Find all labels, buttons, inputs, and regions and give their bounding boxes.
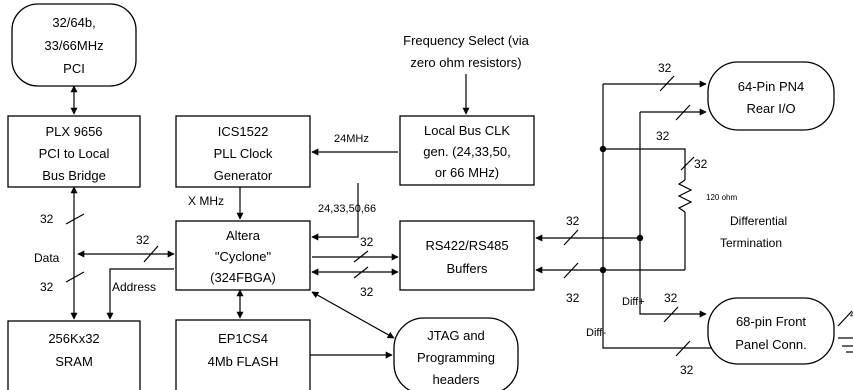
pn4-block — [707, 61, 835, 131]
pn4-line1: 64-Pin PN4 — [738, 79, 804, 94]
localbus-clk-block — [399, 115, 535, 186]
label-data: Data — [34, 251, 60, 265]
altera-line2: "Cyclone" — [215, 249, 272, 264]
plx-block — [7, 115, 141, 188]
termination-path — [603, 148, 686, 180]
diff-plus-line — [639, 112, 707, 318]
bus-width-label: 32 — [566, 214, 580, 228]
label-120-ohm: 120 ohm — [706, 193, 737, 202]
flash-block — [175, 319, 311, 390]
bus-slash — [563, 229, 579, 246]
plx-line3: Bus Bridge — [42, 168, 106, 183]
bus-width-label: 32 — [680, 363, 694, 377]
bus-slash — [675, 340, 691, 357]
jtag-line1: JTAG and — [427, 328, 485, 343]
bus-slash — [353, 250, 369, 263]
bus-slash — [353, 266, 369, 279]
bus-width-label: 32 — [664, 291, 678, 305]
jtag-block — [393, 317, 519, 390]
ics-line2: PLL Clock — [214, 146, 273, 161]
bus-width-label: 32 — [694, 157, 708, 171]
bus-slash — [663, 306, 679, 323]
plx-line1: PLX 9656 — [45, 124, 102, 139]
front-line2: Panel Conn. — [735, 337, 807, 352]
plx-line2: PCI to Local — [39, 146, 110, 161]
sram-line1: 256Kx32 — [48, 331, 99, 346]
address-bus — [106, 268, 174, 320]
rs422-line1: RS422/RS485 — [425, 238, 508, 253]
altera-block — [175, 220, 311, 291]
clk-freq-link — [311, 183, 359, 241]
localbus-line3: or 66 MHz) — [435, 165, 499, 180]
bus-width-label: 32 — [566, 291, 580, 305]
label-diff-minus: Diff- — [586, 327, 606, 339]
diff-term-line1: Differential — [730, 214, 787, 228]
sram-block — [7, 320, 141, 390]
bus-width-label: 32 — [40, 212, 54, 226]
jtag-line3: headers — [433, 372, 480, 387]
label-address: Address — [112, 280, 156, 294]
ics-line3: Generator — [214, 168, 273, 183]
freq-select-line2: zero ohm resistors) — [410, 55, 521, 70]
bus-slash — [659, 75, 675, 92]
jtag-line2: Programming — [417, 350, 495, 365]
front-panel-block — [707, 297, 835, 365]
rs422-line2: Buffers — [447, 261, 488, 276]
localbus-line2: gen. (24,33,50, — [423, 144, 510, 159]
ics-line1: ICS1522 — [218, 124, 269, 139]
sram-line2: SRAM — [55, 354, 93, 369]
junction-dot — [599, 145, 607, 153]
pci-line1: 32/64b, — [52, 15, 95, 30]
label-xmhz: X MHz — [188, 194, 224, 208]
bus-slash — [563, 262, 579, 279]
freq-select-line1: Frequency Select (via — [403, 33, 529, 48]
bus-slash — [143, 245, 159, 263]
bus-width-label: 32 — [658, 61, 672, 75]
label-freqs: 24,33,50,66 — [318, 203, 376, 215]
rs422-block — [399, 220, 535, 291]
label-diff-plus: Diff+ — [622, 296, 645, 308]
junction-dot — [599, 266, 607, 274]
front-line1: 68-pin Front — [736, 314, 806, 329]
bus-width-label: 32 — [40, 280, 54, 294]
resistor — [677, 179, 693, 213]
edge-fragment-text: 4 — [850, 309, 853, 321]
flash-line2: 4Mb FLASH — [208, 354, 279, 369]
junction-dot — [636, 234, 644, 242]
localbus-line1: Local Bus CLK — [424, 123, 510, 138]
pci-line2: 33/66MHz — [44, 38, 103, 53]
bus-width-label: 32 — [360, 285, 374, 299]
bus-slash — [675, 104, 691, 121]
altera-jtag-link — [311, 291, 395, 339]
bus-width-label: 32 — [360, 235, 374, 249]
altera-line3: (324FBGA) — [210, 270, 276, 285]
bus-slash — [680, 156, 695, 171]
pci-line3: PCI — [63, 61, 85, 76]
label-24mhz: 24MHz — [334, 133, 369, 145]
ics-block — [175, 115, 311, 188]
altera-line1: Altera — [226, 228, 261, 243]
bus-width-label: 32 — [136, 233, 150, 247]
pn4-line2: Rear I/O — [746, 101, 795, 116]
flash-line1: EP1CS4 — [218, 331, 268, 346]
diff-term-line2: Termination — [720, 236, 782, 250]
bus-width-label: 32 — [656, 129, 670, 143]
bus-slash — [65, 271, 85, 283]
bus-slash — [65, 213, 85, 225]
pci-block — [11, 3, 137, 87]
edge-fragment — [837, 310, 853, 327]
